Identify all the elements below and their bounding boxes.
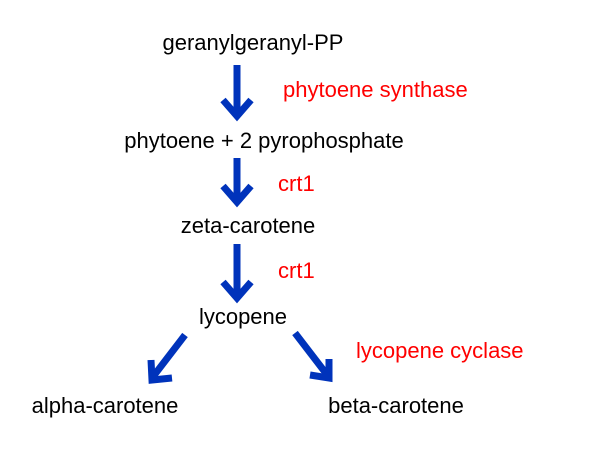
compound-phytoene: phytoene + 2 pyrophosphate	[124, 128, 404, 153]
arrow-phytoene-to-zeta	[220, 158, 254, 208]
compound-zeta-carotene: zeta-carotene	[181, 213, 316, 238]
arrow-ggpp-to-phytoene	[220, 65, 254, 122]
compound-beta-carotene: beta-carotene	[328, 393, 464, 418]
enzyme-crt1-second: crt1	[278, 258, 315, 283]
arrow-lycopene-to-alpha	[147, 332, 188, 384]
compound-geranylgeranyl-pp: geranylgeranyl-PP	[163, 30, 344, 55]
arrow-zeta-to-lycopene	[220, 244, 254, 304]
enzyme-crt1-first: crt1	[278, 171, 315, 196]
arrow-lycopene-to-beta	[292, 330, 333, 383]
enzyme-phytoene-synthase: phytoene synthase	[283, 77, 468, 102]
enzyme-lycopene-cyclase: lycopene cyclase	[356, 338, 524, 363]
compound-alpha-carotene: alpha-carotene	[32, 393, 179, 418]
compound-lycopene: lycopene	[199, 304, 287, 329]
